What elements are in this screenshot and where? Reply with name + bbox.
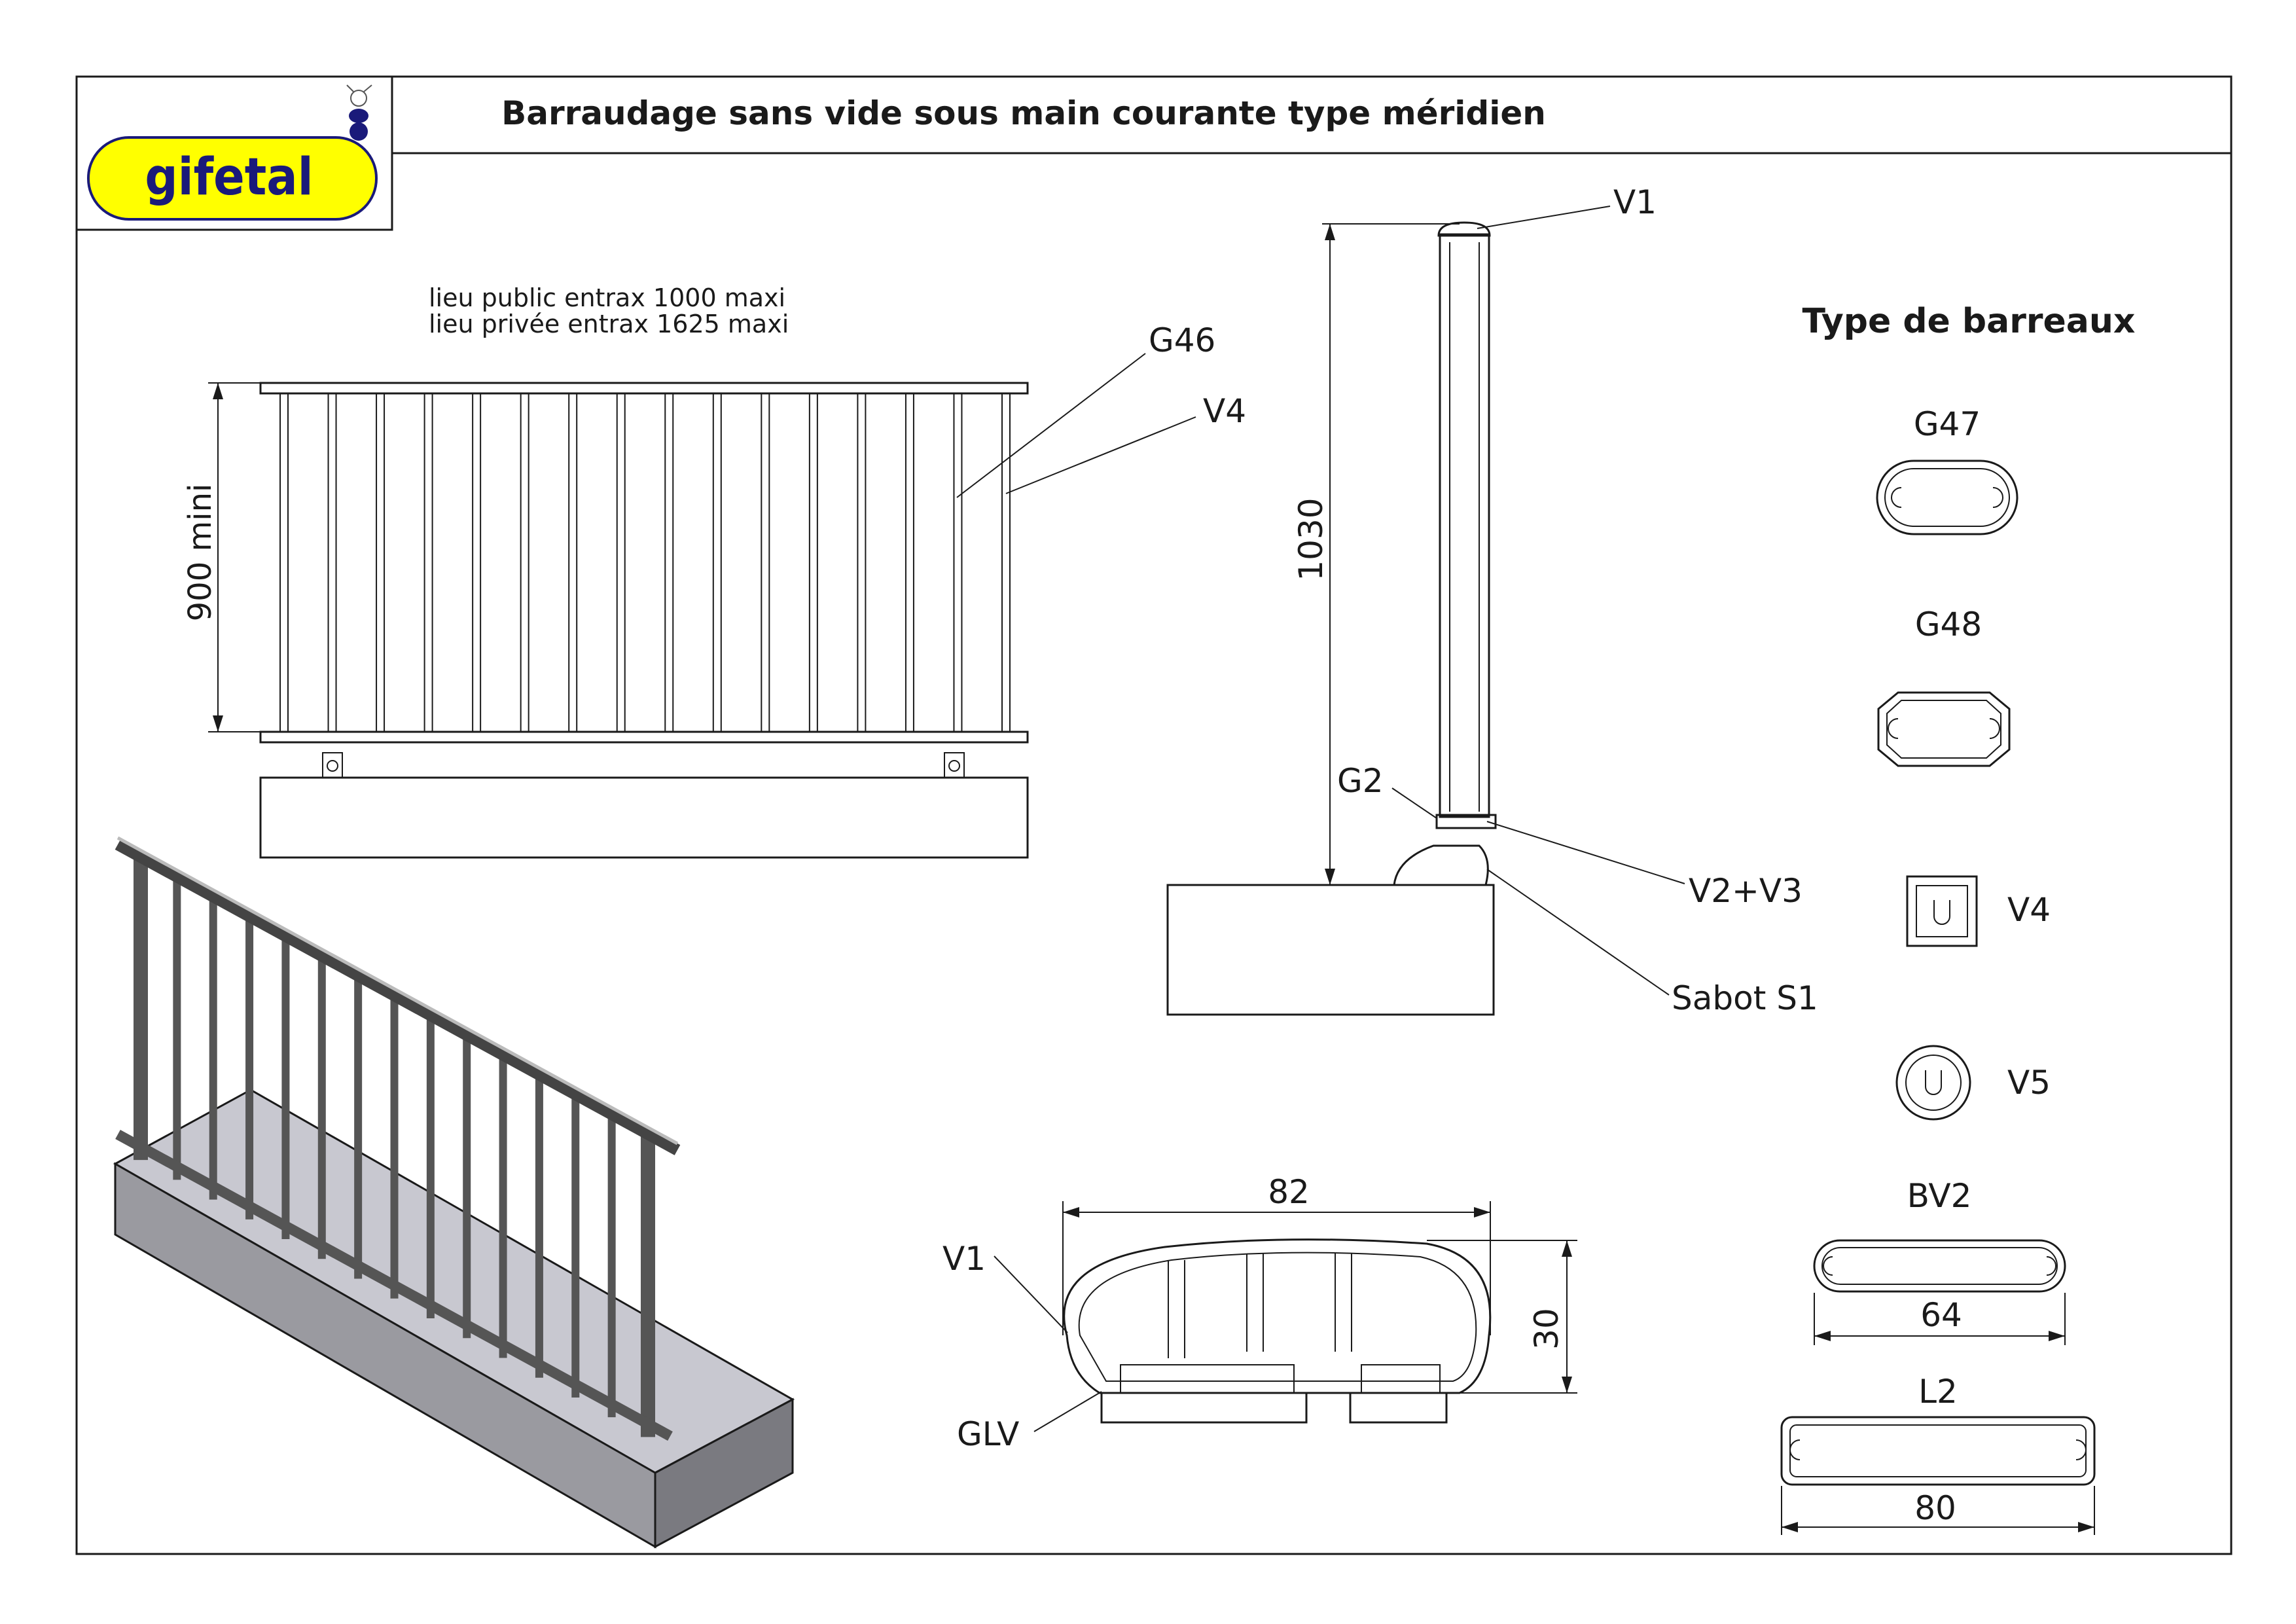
dim-80: 80 — [1914, 1489, 1956, 1527]
sheet-frame — [75, 75, 2233, 1555]
v4-profile-icon — [1906, 875, 1978, 947]
iso-handrail — [115, 839, 681, 1155]
handrail-section: 82 30 V1 GLV — [942, 1173, 1577, 1453]
g48-profile-icon — [1877, 691, 2011, 767]
isometric-view — [113, 836, 795, 1549]
baluster — [905, 393, 914, 732]
front-foot-left — [322, 752, 343, 778]
front-foot-right — [944, 752, 965, 778]
dim-64: 64 — [1920, 1296, 1962, 1334]
baluster — [520, 393, 529, 732]
dim-900-mini: 900 mini — [182, 484, 219, 622]
front-base-slab — [259, 776, 1029, 859]
side-base-slab — [1166, 884, 1495, 1016]
logo-text: gifetal — [145, 148, 313, 207]
baluster — [568, 393, 578, 732]
handrail-cap-v1 — [1437, 221, 1491, 237]
baluster — [712, 393, 722, 732]
front-view: 900 mini G46 V4 — [182, 321, 1246, 859]
baluster — [664, 393, 674, 732]
label-v2-v3: V2+V3 — [1689, 872, 1803, 910]
gifetal-logo: gifetal — [87, 84, 378, 221]
label-v4-front: V4 — [1203, 392, 1246, 430]
sabot-s1 — [1393, 844, 1489, 886]
iso-balusters — [134, 857, 655, 1437]
label-g46: G46 — [1149, 321, 1215, 359]
baluster — [279, 393, 289, 732]
baluster — [1001, 393, 1011, 732]
baluster — [761, 393, 770, 732]
baluster — [808, 393, 818, 732]
label-v4: V4 — [2007, 891, 2051, 929]
label-g48: G48 — [1915, 605, 1982, 643]
label-l2: L2 — [1918, 1373, 1958, 1411]
dim-82: 82 — [1268, 1173, 1310, 1211]
label-g47: G47 — [1914, 405, 1981, 443]
dim-30: 30 — [1528, 1308, 1566, 1350]
note-public: lieu public entrax 1000 maxi — [429, 283, 785, 312]
label-glv: GLV — [957, 1415, 1019, 1453]
logo-box — [75, 75, 393, 231]
bv2-profile-icon — [1813, 1239, 2066, 1293]
baluster — [616, 393, 626, 732]
v5-profile-icon — [1895, 1045, 1971, 1121]
front-balusters — [279, 393, 1011, 732]
baluster — [472, 393, 482, 732]
barreaux-heading: Type de barreaux — [1803, 302, 2136, 341]
g47-profile-icon — [1876, 460, 2018, 535]
label-v1-side: V1 — [1613, 183, 1657, 221]
l2-profile-icon — [1780, 1416, 2096, 1486]
dim-1030: 1030 — [1292, 497, 1330, 581]
label-bv2: BV2 — [1907, 1177, 1972, 1215]
glv-left — [1100, 1392, 1308, 1424]
baluster — [327, 393, 337, 732]
glv-right — [1349, 1392, 1448, 1424]
ant-mascot-icon — [346, 84, 372, 141]
baluster — [423, 393, 433, 732]
side-view: 1030 V1 G2 V2+V3 Sabot S1 — [1166, 183, 1818, 1017]
note-private: lieu privée entrax 1625 maxi — [429, 310, 789, 338]
label-g2: G2 — [1337, 762, 1384, 800]
baluster — [376, 393, 386, 732]
barreaux-types: Type de barreaux G47 G48 V4 V5 BV2 — [1780, 302, 2136, 1535]
label-v5: V5 — [2007, 1064, 2051, 1102]
label-v1-section: V1 — [942, 1240, 986, 1278]
post — [1439, 233, 1490, 818]
profile-v1 — [1063, 1238, 1492, 1394]
baluster — [953, 393, 963, 732]
page-title: Barraudage sans vide sous main courante … — [501, 94, 1546, 132]
label-sabot-s1: Sabot S1 — [1672, 979, 1818, 1017]
baluster — [857, 393, 867, 732]
